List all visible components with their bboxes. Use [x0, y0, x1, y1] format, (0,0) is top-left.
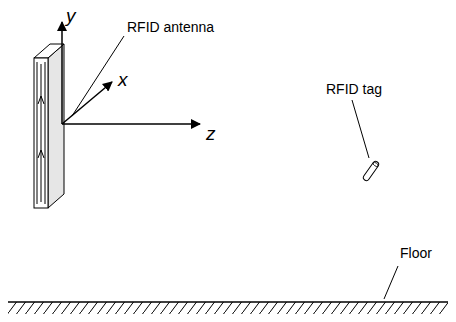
floor	[8, 302, 448, 314]
antenna-body	[34, 44, 64, 208]
coordinate-axes	[62, 22, 200, 124]
part-label: RFID antenna	[127, 20, 214, 34]
rfid-tag	[362, 160, 380, 181]
axis-label: z	[206, 124, 216, 143]
axis-label: y	[66, 6, 76, 25]
part-label: RFID tag	[326, 82, 382, 96]
leader-line	[352, 100, 369, 158]
leader-line	[72, 36, 124, 116]
leader-line	[384, 266, 398, 299]
part-label: Floor	[400, 246, 432, 260]
axis-label: x	[118, 70, 128, 89]
